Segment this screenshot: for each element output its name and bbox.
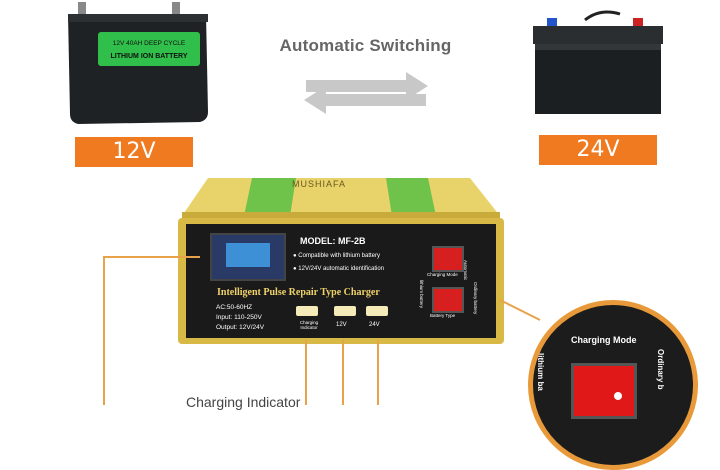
spec-ac: AC:50-60HZ xyxy=(216,304,253,311)
24v-indicator-led xyxy=(366,306,388,316)
indicator-label-12v: 12V xyxy=(336,322,347,328)
voltage-label-12v: 12V xyxy=(75,137,193,167)
charging-indicator-led xyxy=(296,306,318,316)
lcd-screen xyxy=(226,243,270,267)
page-title: Automatic Switching xyxy=(279,36,452,55)
feature1-text: Compatible with lithium battery xyxy=(298,253,380,259)
battery-type-switch[interactable] xyxy=(432,287,464,313)
bottom-caption: Charging Indicator xyxy=(186,394,301,410)
charger-image xyxy=(178,178,504,344)
switch-dot xyxy=(614,392,622,400)
switch1-label: Charging Mode xyxy=(427,272,458,277)
lcd-display xyxy=(210,233,286,281)
feature-compatible: ● Compatible with lithium battery xyxy=(293,253,380,259)
car-battery-image xyxy=(533,10,663,114)
feature-auto-id: ● 12V/24V automatic identification xyxy=(293,266,385,272)
12v-indicator-led xyxy=(334,306,356,316)
indicator-label-charging: Charging Indicator xyxy=(299,320,319,330)
model-label: MODEL: MF-2B xyxy=(300,236,366,246)
zoom-ordinary-label: Ordinary b xyxy=(656,349,665,390)
indicator-label-24v: 24V xyxy=(369,322,380,328)
charging-mode-switch[interactable] xyxy=(432,246,464,272)
zoom-mode-label: Charging Mode xyxy=(571,335,637,345)
voltage-label-24v: 24V xyxy=(539,135,657,165)
zoom-lithium-label: lithium ba xyxy=(536,353,545,391)
zoom-red-switch xyxy=(571,363,637,419)
zoom-switch-detail: Charging Mode lithium ba Ordinary b xyxy=(528,300,698,470)
product-name: Intelligent Pulse Repair Type Charger xyxy=(217,287,380,298)
sticker-line1: 12V 40AH DEEP CYCLE xyxy=(113,40,186,47)
spec-input: Input: 110-250V xyxy=(216,314,262,321)
sticker-line2: LITHIUM ION BATTERY xyxy=(111,53,188,60)
brand-name: MUSHIAFA xyxy=(292,179,347,189)
switch-arrows-icon xyxy=(304,72,428,114)
lithium-battery-image: 12V 40AH DEEP CYCLE LITHIUM ION BATTERY xyxy=(68,2,208,124)
spec-output: Output: 12V/24V xyxy=(216,324,265,331)
feature2-text: 12V/24V automatic identification xyxy=(298,266,385,272)
callout-lines xyxy=(103,256,541,405)
switch2-label: Battery Type xyxy=(430,313,456,318)
